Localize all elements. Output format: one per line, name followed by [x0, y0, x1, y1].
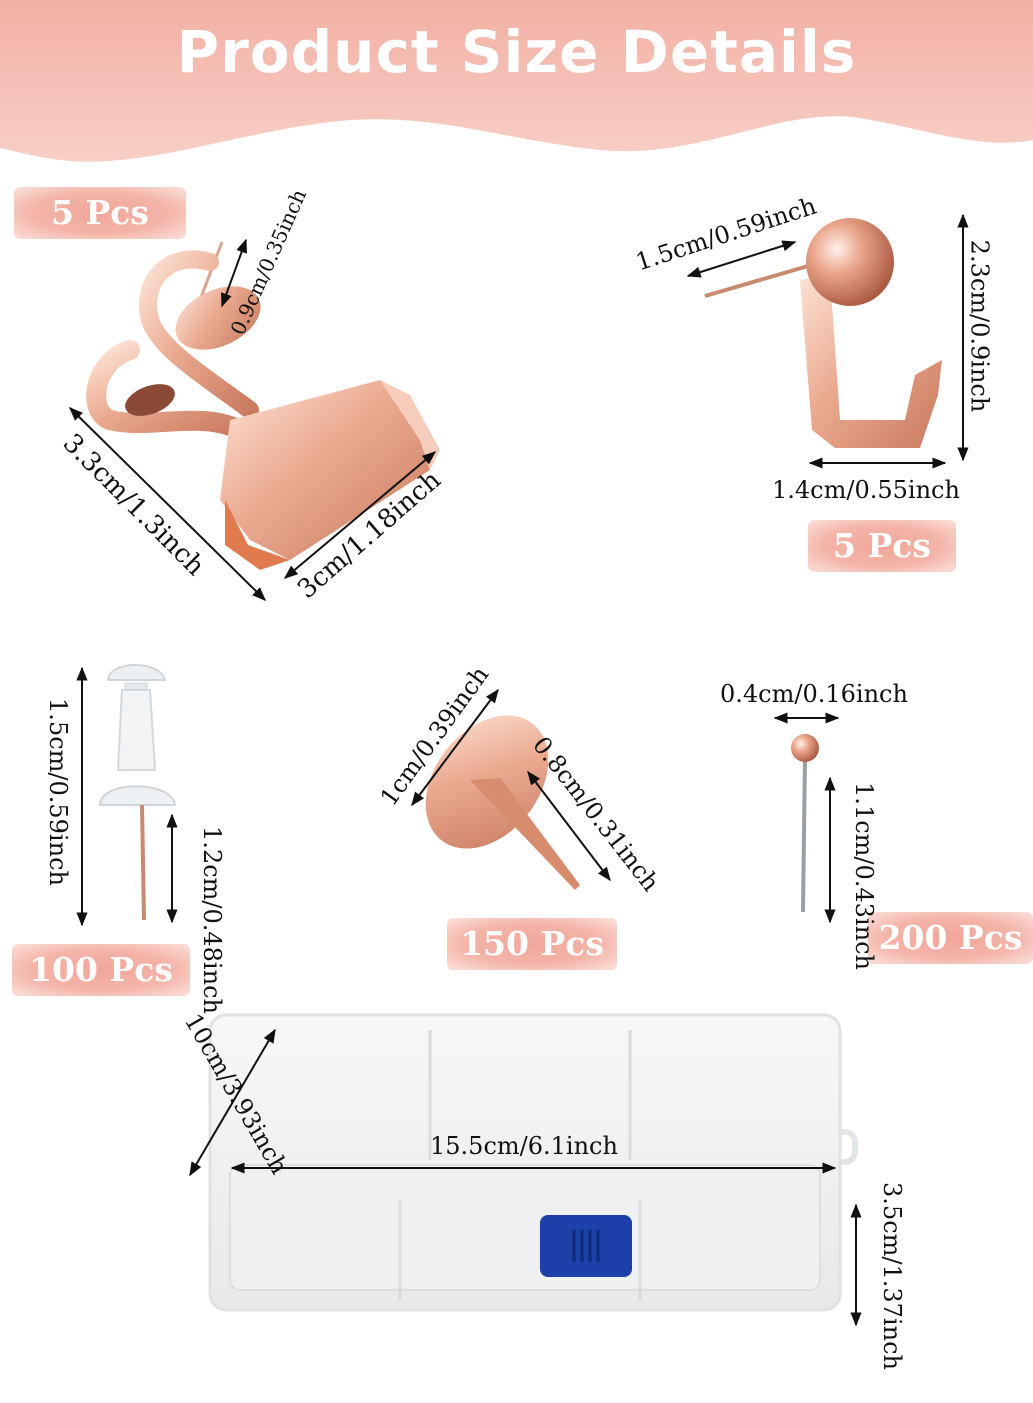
quantity-badge-hook-pin: 5 Pcs [808, 520, 956, 572]
quantity-badge-clear-push-pin: 100 Pcs [12, 944, 190, 996]
dimension-label: 2.3cm/0.9inch [965, 239, 994, 413]
box-latch [540, 1215, 632, 1277]
dimension-label: 1.5cm/0.59inch [43, 698, 72, 886]
dimension-label: 15.5cm/6.1inch [430, 1132, 618, 1160]
map-pin-illustration [791, 734, 819, 913]
dimension-label: 1.4cm/0.55inch [772, 476, 960, 504]
dimension-label: 0.4cm/0.16inch [720, 680, 908, 708]
clear-push-pin-illustration [98, 664, 177, 921]
quantity-badge-map-pin: 200 Pcs [868, 912, 1033, 964]
quantity-badge-flat-thumbtack: 150 Pcs [447, 918, 617, 970]
banner-background [0, 0, 1033, 162]
dimension-label: 1.2cm/0.48inch [197, 826, 226, 1014]
quantity-badge-binder-clip: 5 Pcs [14, 187, 186, 239]
hook-pin-illustration [704, 218, 942, 448]
storage-box-illustration [208, 1013, 858, 1312]
dimension-arrows [69, 213, 969, 1327]
dimension-label: 1.1cm/0.43inch [849, 782, 878, 970]
page-title: Product Size Details [176, 18, 857, 86]
dimension-label: 3.5cm/1.37inch [877, 1182, 906, 1370]
